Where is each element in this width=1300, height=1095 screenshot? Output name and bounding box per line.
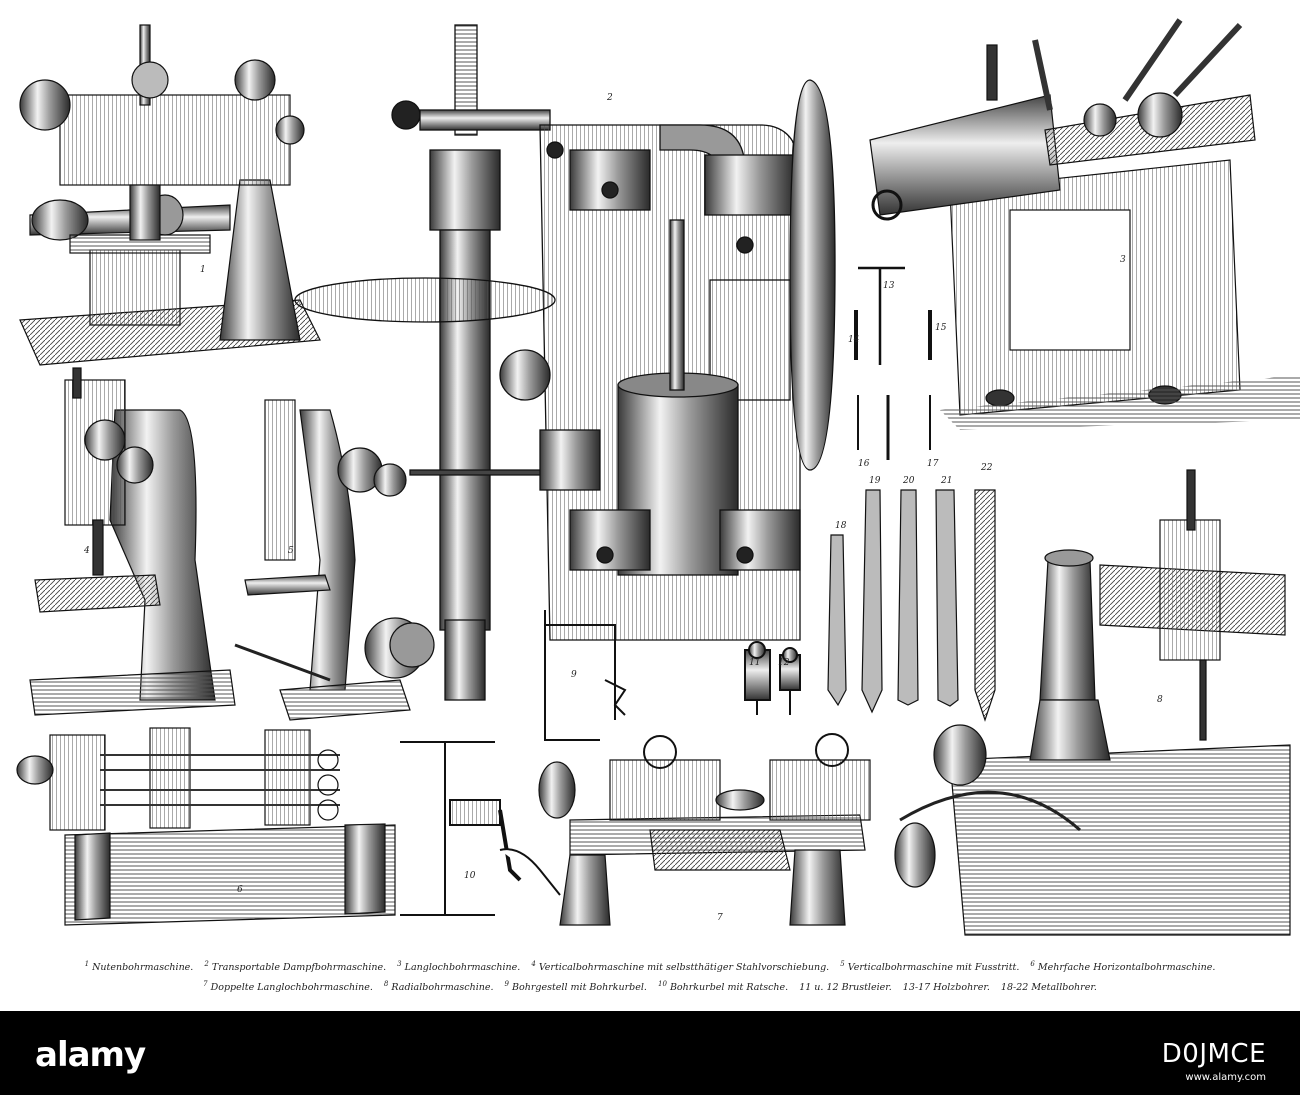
figure-label: 12 [778,658,790,668]
caption-item: 9 Bohrgestell mit Bohrkurbel. [504,980,647,994]
figure-label: 7 [717,913,723,923]
figure-label: 5 [288,546,294,556]
figure-11-12-breast-drills [744,641,801,715]
figure-label: 8 [1157,695,1163,705]
caption-item: 6 Mehrfache Horizontalbohrmaschine. [1030,960,1216,974]
figure-label: 3 [1120,255,1126,265]
figure-6-multiple-horizontal-drill [16,727,396,926]
figure-label: 9 [571,670,577,680]
figure-2-portable-steam-drill [294,24,836,701]
figure-label: 6 [237,885,243,895]
figure-7-double-slot-drill [538,733,871,926]
caption-item: 8 Radialbohrmaschine. [383,980,494,994]
plate-caption: 1 Nutenbohrmaschine. 2 Transportable Dam… [0,956,1300,996]
caption-line-2: 7 Doppelte Langlochbohrmaschine. 8 Radia… [0,976,1300,996]
watermark-logo: alamy [35,1035,146,1075]
figure-9-drill-stand [544,610,627,741]
figure-label: 17 [927,459,939,469]
caption-item: 7 Doppelte Langlochbohrmaschine. [203,980,373,994]
figure-8-radial-drill [894,469,1291,936]
figures-18-22-metal-bits [827,489,996,722]
caption-item: 4 Verticalbohrmaschine mit selbstthätige… [531,960,830,974]
watermark-bar: alamy D0JMCE www.alamy.com [0,1011,1300,1095]
figure-3-slot-drilling-machine [869,18,1300,430]
figure-label: 21 [940,476,952,486]
watermark-image-id: D0JMCE [1161,1039,1266,1069]
caption-line-1: 1 Nutenbohrmaschine. 2 Transportable Dam… [0,956,1300,976]
engraving-plate: 1 2 [16,18,1300,936]
figure-label: 4 [83,546,90,556]
caption-item: 2 Transportable Dampfbohrmaschine. [204,960,387,974]
caption-item: 5 Verticalbohrmaschine mit Fusstritt. [840,960,1020,974]
figure-label: 10 [464,871,476,881]
caption-item: 3 Langlochbohrmaschine. [397,960,521,974]
figure-label: 18 [835,521,847,531]
caption-item: 10 Bohrkurbel mit Ratsche. [657,980,789,994]
figure-label: 15 [935,323,947,333]
caption-item: 13-17 Holzbohrer. [902,982,990,994]
figure-1-groove-drilling-machine [19,24,321,366]
figure-label: 11 [749,658,760,668]
figure-label: 22 [980,463,993,473]
figure-5-pedal-vertical-drill [234,399,435,721]
figure-label: 2 [606,93,613,103]
figure-label: 13 [883,281,895,291]
figure-10-ratchet-brace [400,741,561,916]
figure-label: 19 [869,476,881,486]
caption-item: 18-22 Metallbohrer. [1000,982,1097,994]
caption-item: 1 Nutenbohrmaschine. [84,960,194,974]
figure-4-vertical-drilling-machine [29,367,236,716]
caption-item: 11 u. 12 Brustleier. [799,982,892,994]
figures-13-17-wood-bits [854,266,932,460]
watermark-url: www.alamy.com [1185,1072,1266,1083]
figure-label: 1 [200,265,206,275]
figure-label: 16 [858,459,870,469]
figure-label: 14 [848,335,860,345]
figure-label: 20 [902,476,915,486]
